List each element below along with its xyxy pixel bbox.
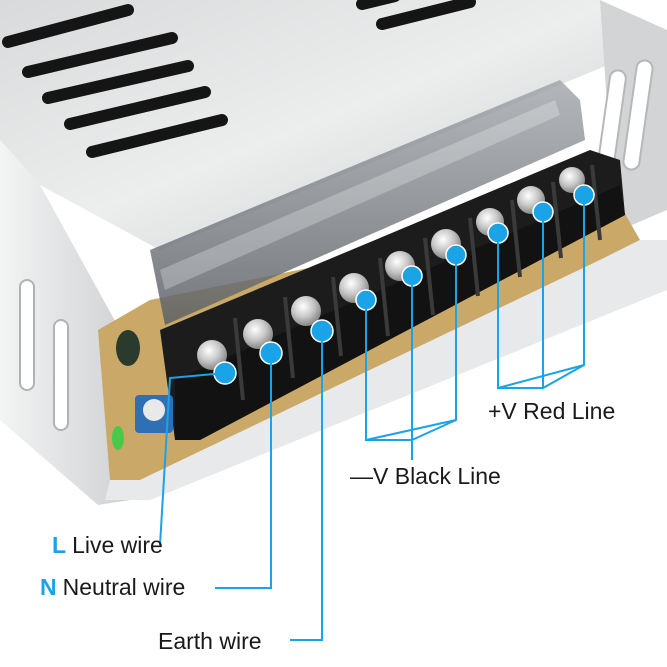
screw-2 bbox=[243, 319, 273, 349]
line-earth bbox=[290, 331, 323, 641]
pos-text: +V Red Line bbox=[488, 398, 616, 424]
indicator-led bbox=[112, 426, 124, 450]
cover-highlight bbox=[160, 100, 560, 290]
label-pos-v: +V Red Line bbox=[488, 400, 615, 423]
terminal-dividers bbox=[233, 164, 602, 401]
live-prefix: L bbox=[52, 532, 67, 558]
callout-lines bbox=[159, 195, 585, 641]
side-vents-left bbox=[19, 279, 69, 431]
screw-3 bbox=[291, 296, 321, 326]
live-text: Live wire bbox=[72, 532, 163, 558]
line-live bbox=[159, 372, 226, 546]
label-earth-wire: Earth wire bbox=[158, 630, 262, 653]
side-vents-right bbox=[597, 59, 654, 171]
chassis-lid bbox=[0, 0, 620, 250]
line-neutral bbox=[215, 353, 272, 589]
inductor-coil bbox=[116, 330, 140, 366]
chassis-floor bbox=[105, 240, 667, 500]
neutral-prefix: N bbox=[40, 574, 57, 600]
vent-slots bbox=[2, 0, 476, 158]
earth-text: Earth wire bbox=[158, 628, 262, 654]
label-neg-v: —V Black Line bbox=[350, 465, 501, 488]
neg-dash: — bbox=[350, 463, 373, 489]
neutral-text: Neutral wire bbox=[62, 574, 186, 600]
screw-1 bbox=[197, 340, 227, 370]
potentiometer-knob bbox=[143, 399, 165, 421]
neg-text: V Black Line bbox=[373, 463, 501, 489]
terminal-cover bbox=[150, 80, 585, 325]
terminal-block-front bbox=[175, 185, 625, 440]
